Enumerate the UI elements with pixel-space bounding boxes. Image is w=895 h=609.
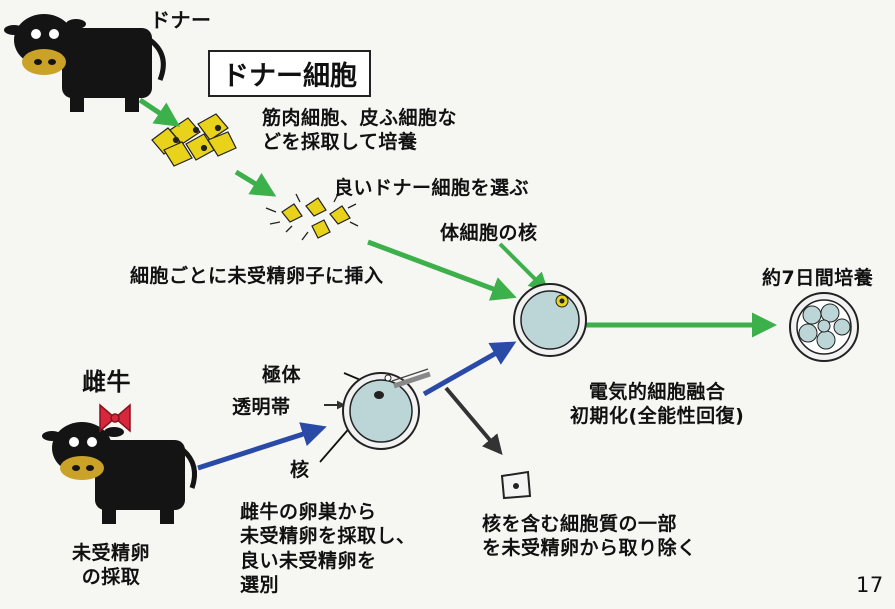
- arrow-cow-to-egg: [197, 422, 327, 471]
- fusion-step-text: 電気的細胞融合 初期化(全能性回復): [570, 380, 744, 429]
- donor-cell-title: ドナー細胞: [208, 50, 371, 97]
- female-cow-label: 雌牛: [82, 368, 131, 396]
- polar-body-label: 極体: [262, 364, 302, 386]
- fusion-line-2: 初期化(全能性回復): [570, 405, 745, 428]
- arrow-select-to-fusion: [367, 239, 517, 301]
- select-egg-text: 雌牛の卵巣から 未受精卵を採取し、 良い未受精卵を 選別: [240, 500, 416, 597]
- donor-label: ドナー: [150, 8, 212, 32]
- insert-step-text: 細胞ごとに未受精卵子に挿入: [130, 265, 384, 287]
- egg-collection-line-2: の採取: [81, 566, 141, 589]
- remove-nucleus-text: 核を含む細胞質の一部 を未受精卵から取り除く: [482, 512, 697, 561]
- select-egg-line-1: 雌牛の卵巣から: [240, 501, 377, 523]
- somatic-nucleus-label: 体細胞の核: [440, 222, 538, 244]
- arrow-nucleus-label: [498, 242, 549, 293]
- egg-collection-line-1: 未受精卵: [72, 542, 151, 564]
- removed-nucleus-icon: [500, 470, 532, 500]
- donor-cow-icon: [4, 14, 166, 112]
- arrow-egg-to-removed: [444, 386, 503, 456]
- pipette-icon: [391, 368, 431, 389]
- arrow-egg-to-fusion: [422, 341, 517, 397]
- nucleus-label: 核: [290, 459, 310, 481]
- arrow-donor-to-culture: [138, 97, 181, 127]
- remove-nucleus-line-2: を未受精卵から取り除く: [482, 537, 697, 560]
- select-egg-line-2: 未受精卵を採取し、: [240, 525, 416, 548]
- egg-cell-icon: [342, 372, 420, 450]
- page-number: 17: [856, 573, 884, 597]
- fused-cell-icon: [513, 283, 587, 357]
- egg-collection-text: 未受精卵 の採取: [72, 541, 150, 590]
- culture-step-text: 筋肉細胞、皮ふ細胞な どを採取して培養: [262, 106, 457, 155]
- cultured-cells-icon: [151, 113, 237, 167]
- embryo-icon: [789, 292, 859, 362]
- female-cow-icon: [42, 422, 197, 524]
- arrow-culture-to-select: [234, 169, 277, 197]
- culture-step-line-2: どを採取して培養: [262, 131, 418, 154]
- select-egg-line-4: 選別: [240, 573, 280, 596]
- fusion-line-1: 電気的細胞融合: [588, 381, 726, 403]
- zona-label: 透明帯: [232, 396, 291, 418]
- culture-7days-label: 約7日間培養: [762, 267, 874, 289]
- red-bow-icon: [99, 403, 131, 433]
- culture-step-line-1: 筋肉細胞、皮ふ細胞な: [262, 107, 458, 129]
- select-cell-text: 良いドナー細胞を選ぶ: [334, 177, 530, 199]
- selected-cells-icon: [265, 193, 359, 241]
- select-egg-line-3: 良い未受精卵を: [240, 549, 377, 572]
- remove-nucleus-line-1: 核を含む細胞質の一部: [482, 513, 678, 535]
